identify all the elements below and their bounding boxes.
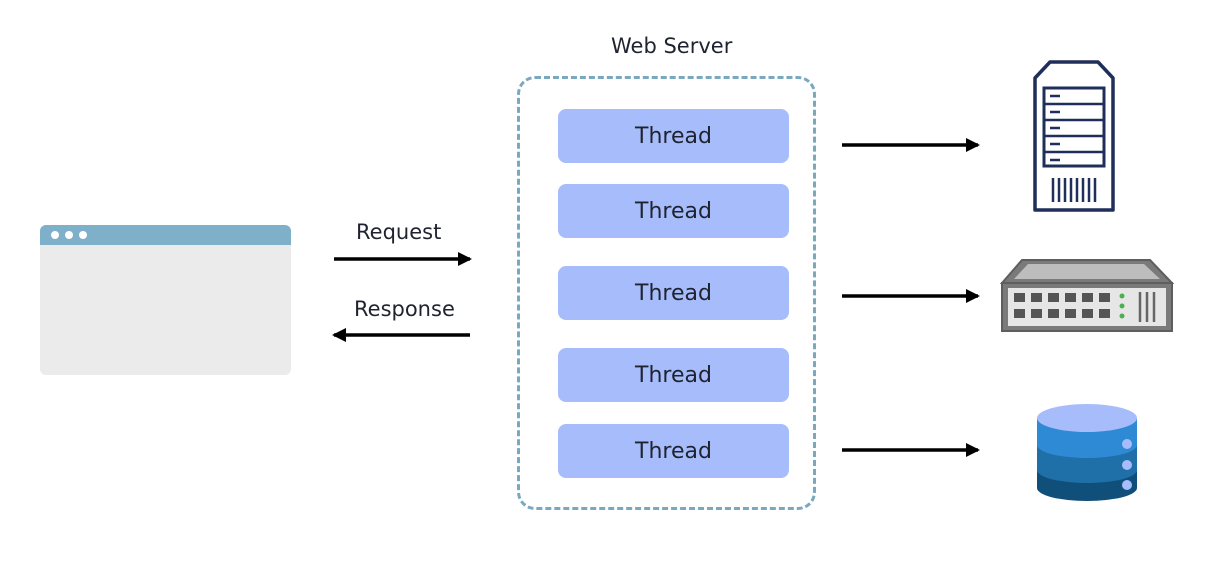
thread-box: Thread [558, 184, 789, 238]
window-dot-icon [51, 231, 59, 239]
thread-box: Thread [558, 266, 789, 320]
browser-title-bar [40, 225, 291, 245]
thread-box: Thread [558, 424, 789, 478]
browser-window [40, 225, 291, 375]
network-switch-icon [999, 259, 1175, 332]
database-icon [1037, 404, 1137, 501]
server-tower-icon [1033, 60, 1115, 212]
web-server-box [517, 76, 816, 510]
window-dot-icon [65, 231, 73, 239]
web-server-title: Web Server [611, 34, 733, 58]
thread-box: Thread [558, 109, 789, 163]
response-label: Response [354, 297, 455, 321]
window-dot-icon [79, 231, 87, 239]
request-label: Request [356, 220, 442, 244]
thread-box: Thread [558, 348, 789, 402]
